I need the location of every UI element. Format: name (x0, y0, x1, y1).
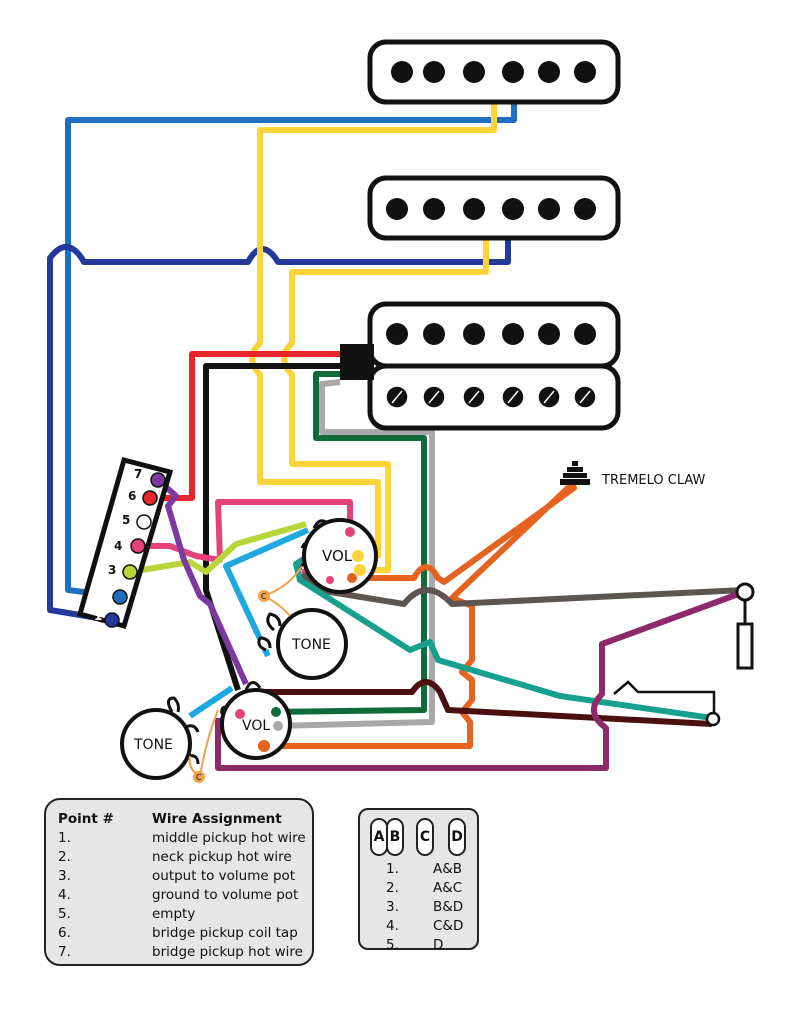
wiring-diagram: 7 6 5 4 3 2 1 VOL TONE C VOL (47, 39, 755, 783)
switch-lug-label-4: 4 (114, 539, 122, 553)
wire-tone-link (223, 527, 310, 658)
wire-dark-brown (256, 679, 713, 727)
wire-output-lime (129, 521, 307, 575)
legend-row: 2.neck pickup hot wire (58, 849, 292, 865)
point-legend: Point # Wire Assignment 1.middle pickup … (44, 798, 314, 966)
capacitor-top: C (258, 590, 270, 602)
switch-row: 4.C&D (386, 918, 464, 934)
tone-pot-bottom: TONE (120, 696, 200, 780)
tone-bottom-label: TONE (133, 737, 173, 753)
switch-lug-2 (112, 589, 128, 605)
neck-pickup (367, 39, 621, 105)
switch-lug-label-7: 7 (134, 467, 142, 481)
vol-top-label: VOL (322, 547, 353, 565)
wire-bridge-coil-tap (203, 363, 342, 691)
wire-teal (293, 537, 713, 721)
tone-pot-top: TONE (257, 608, 348, 680)
switch-lug-6 (142, 490, 158, 506)
legend-row: 1.middle pickup hot wire (58, 830, 306, 846)
tremolo-claw-icon (560, 461, 590, 485)
legend-header: Point # Wire Assignment (58, 810, 312, 829)
legend-header-point: Point # (58, 811, 114, 827)
switch-lug-label-2: 2 (100, 586, 108, 600)
switch-lug-label-3: 3 (108, 563, 116, 577)
switch-lug-3 (122, 564, 138, 580)
capacitor-bottom: C (193, 771, 205, 783)
wire-bridge-green (267, 371, 427, 715)
legend-row: 7.bridge pickup hot wire (58, 944, 303, 960)
legend-row: 3.output to volume pot (58, 868, 296, 884)
contact-d: D (448, 818, 466, 856)
switch-position-table: A B C D 1.A&B 2.A&C 3.B&D 4.C&D 5.D (358, 808, 479, 953)
switch-lug-7 (150, 472, 166, 488)
contact-c: C (416, 818, 434, 856)
switch-lug-4 (130, 538, 146, 554)
switch-row: 1.A&B (386, 861, 463, 877)
capacitor-top-leads (263, 565, 303, 617)
switch-lug-1 (104, 612, 120, 628)
humbucker-wire-block (340, 344, 374, 380)
switch-lug-5 (136, 514, 152, 530)
volume-pot-bottom: VOL (220, 681, 292, 760)
switch-lug-label-1: 1 (94, 609, 102, 623)
jack-switch-icon (613, 680, 721, 727)
switch-row: 2.A&C (386, 880, 463, 896)
wire-middle-hot (47, 228, 511, 623)
tone-top-label: TONE (291, 637, 331, 653)
switch-row: 5.D (386, 937, 444, 953)
svg-text:C: C (196, 773, 202, 782)
tremolo-claw-label: TREMELO CLAW (601, 473, 706, 488)
legend-row: 4.ground to volume pot (58, 887, 299, 903)
vol-bottom-label: VOL (242, 718, 270, 734)
capacitor-bottom-leads (188, 709, 219, 777)
wire-orange (262, 481, 577, 749)
five-way-switch: 7 6 5 4 3 2 1 (76, 456, 174, 630)
svg-text:C: C (261, 592, 267, 601)
output-jack-icon (735, 582, 755, 670)
wire-middle-ground (281, 228, 489, 573)
wire-neck-ground (249, 104, 497, 559)
legend-header-assignment: Wire Assignment (152, 811, 282, 827)
wire-bridge-gray (275, 379, 435, 729)
wire-tone-link-2 (188, 685, 234, 719)
switch-lug-label-5: 5 (122, 513, 130, 527)
switch-row: 3.B&D (386, 899, 464, 915)
switch-lug-label-6: 6 (128, 489, 136, 503)
bridge-humbucker (340, 301, 621, 431)
volume-pot-top: VOL (298, 518, 378, 594)
middle-pickup (367, 175, 621, 241)
wire-maroon (215, 589, 746, 771)
contact-b: B (386, 818, 404, 856)
legend-row: 6.bridge pickup coil tap (58, 925, 298, 941)
wire-purple (156, 477, 249, 686)
wire-jack-ground (299, 571, 745, 607)
legend-row: 5.empty (58, 906, 196, 922)
